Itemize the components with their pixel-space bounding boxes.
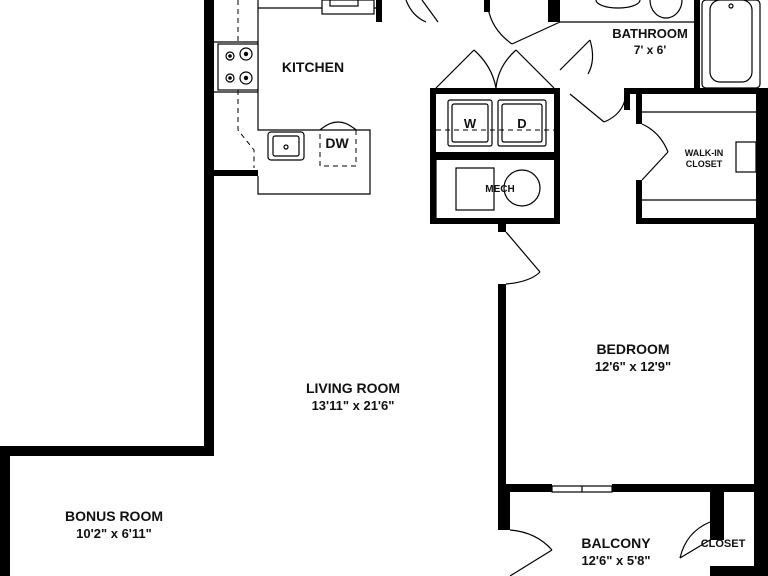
kitchen-label: KITCHEN — [282, 59, 344, 75]
mech-label: MECH — [485, 184, 514, 195]
bathroom-label: BATHROOM — [612, 26, 688, 41]
bonus-room-label: BONUS ROOM — [65, 508, 163, 524]
dishwasher-label: DW — [325, 135, 349, 151]
bedroom-label: BEDROOM — [596, 341, 669, 357]
bonus-room-size: 10'2" x 6'11" — [76, 526, 152, 541]
living-room-label: LIVING ROOM — [306, 380, 400, 396]
labels: KITCHEN DW BATHROOM 7' x 6' W D MECH WAL… — [65, 26, 746, 568]
bedroom-size: 12'6" x 12'9" — [595, 359, 671, 374]
thin-lines — [214, 0, 761, 576]
living-room-size: 13'11" x 21'6" — [312, 398, 395, 413]
balcony-size: 12'6" x 5'8" — [581, 553, 650, 568]
bathroom-size: 7' x 6' — [634, 43, 667, 57]
walk-in-closet-label-2: CLOSET — [686, 159, 723, 169]
closet-label: CLOSET — [701, 538, 746, 550]
washer-label: W — [464, 116, 477, 131]
dryer-label: D — [517, 116, 526, 131]
balcony-label: BALCONY — [581, 535, 651, 551]
stove-burners-icon — [225, 47, 253, 85]
walk-in-closet-label: WALK-IN — [685, 148, 724, 158]
